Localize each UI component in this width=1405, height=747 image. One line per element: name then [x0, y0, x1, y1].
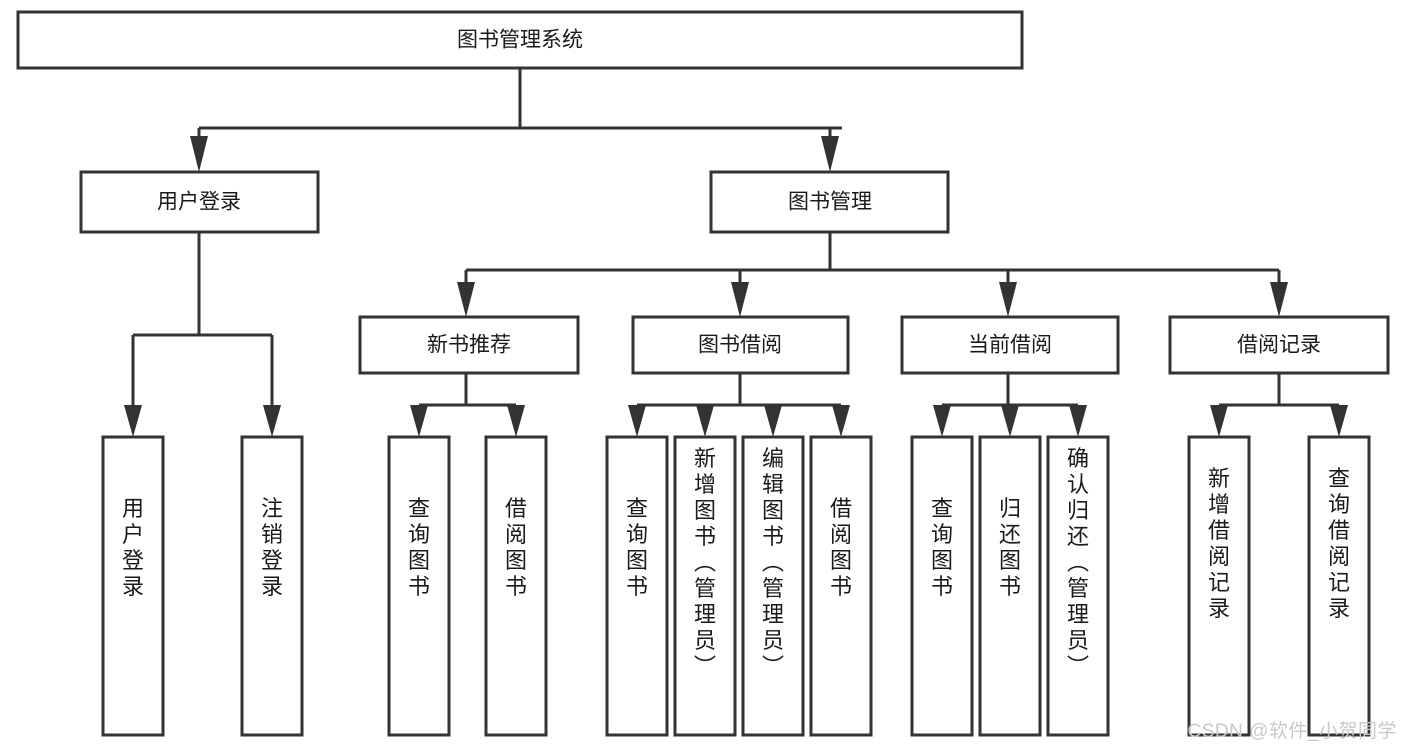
arrow-head-icon	[1330, 405, 1348, 437]
leaf-label: 注销登录	[261, 496, 283, 599]
leaf-node[interactable]: 归还图书	[978, 435, 1042, 737]
node-borrow-records-box[interactable]	[1168, 315, 1390, 375]
arrow-head-icon	[263, 405, 281, 437]
arrow-head-icon	[933, 405, 951, 437]
leaf-node[interactable]: 注销登录	[240, 435, 304, 737]
leaf-box[interactable]	[1307, 435, 1371, 737]
arrow-head-icon	[457, 282, 475, 317]
node-current-borrow-label: 当前借阅	[968, 334, 1052, 357]
node-new-book-recommend[interactable]: 新书推荐	[358, 315, 580, 375]
leaf-node[interactable]: 编辑图书︵管理员︶	[741, 435, 805, 737]
leaf-box[interactable]	[1046, 435, 1110, 737]
leaf-label: 用户登录	[122, 496, 144, 599]
leaf-box[interactable]	[809, 435, 873, 737]
leaf-label: 查询借阅记录	[1328, 466, 1350, 621]
arrow-head-icon	[1210, 405, 1228, 437]
leaf-label: 查询图书	[931, 496, 953, 599]
node-borrow-records[interactable]: 借阅记录	[1168, 315, 1390, 375]
node-book-borrow-box[interactable]	[631, 315, 850, 375]
arrow-head-icon	[731, 282, 749, 317]
arrow-head-icon	[1270, 282, 1288, 317]
connector-group-book-mgmt-to-level3	[457, 232, 1288, 317]
leaf-node[interactable]: 查询图书	[605, 435, 669, 737]
leaf-label: 新增图书︵管理员︶	[694, 446, 716, 679]
leaf-label: 借阅图书	[830, 496, 852, 599]
arrow-head-icon	[696, 405, 714, 437]
node-user-login-label: 用户登录	[157, 191, 241, 214]
leaf-label: 归还图书	[999, 496, 1021, 599]
leaf-box[interactable]	[673, 435, 737, 737]
node-new-book-recommend-box[interactable]	[358, 315, 580, 375]
leaf-label: 查询图书	[408, 496, 430, 599]
arrow-head-icon	[832, 405, 850, 437]
leaf-box[interactable]	[240, 435, 304, 737]
leaf-node[interactable]: 用户登录	[101, 435, 165, 737]
connector-group-records-to-leaves	[1210, 373, 1348, 437]
leaf-label: 查询图书	[626, 496, 648, 599]
leaf-label: 确认归还︵管理员︶	[1067, 446, 1089, 679]
arrow-head-icon	[764, 405, 782, 437]
leaf-box[interactable]	[387, 435, 451, 737]
leaf-box[interactable]	[605, 435, 669, 737]
arrow-head-icon	[507, 405, 525, 437]
node-root-box[interactable]	[16, 10, 1024, 70]
node-book-management[interactable]: 图书管理	[709, 170, 950, 234]
connector-group-newbook-to-leaves	[410, 373, 525, 437]
arrow-head-icon	[124, 405, 142, 437]
node-book-management-label: 图书管理	[788, 191, 872, 214]
arrow-head-icon	[1001, 405, 1019, 437]
leaf-node[interactable]: 新增借阅记录	[1187, 435, 1251, 737]
leaf-box[interactable]	[101, 435, 165, 737]
arrow-head-icon	[628, 405, 646, 437]
connector-group-borrow-to-leaves	[628, 373, 850, 437]
node-book-borrow[interactable]: 图书借阅	[631, 315, 850, 375]
leaf-box[interactable]	[484, 435, 548, 737]
leaf-node[interactable]: 借阅图书	[484, 435, 548, 737]
leaf-box[interactable]	[1187, 435, 1251, 737]
node-user-login-box[interactable]	[79, 170, 320, 234]
node-root-label: 图书管理系统	[457, 29, 583, 52]
connector-group-current-to-leaves	[933, 373, 1087, 437]
node-root[interactable]: 图书管理系统	[16, 10, 1024, 70]
leaf-label: 借阅图书	[505, 496, 527, 599]
node-book-management-box[interactable]	[709, 170, 950, 234]
node-current-borrow-box[interactable]	[900, 315, 1120, 375]
leaf-node[interactable]: 查询借阅记录	[1307, 435, 1371, 737]
node-current-borrow[interactable]: 当前借阅	[900, 315, 1120, 375]
node-new-book-recommend-label: 新书推荐	[427, 334, 511, 357]
leaf-node[interactable]: 查询图书	[387, 435, 451, 737]
arrow-head-icon	[190, 136, 208, 172]
leaf-box[interactable]	[741, 435, 805, 737]
leaf-box[interactable]	[978, 435, 1042, 737]
leaf-box[interactable]	[910, 435, 974, 737]
node-borrow-records-label: 借阅记录	[1237, 334, 1321, 357]
connector-group-root-to-level2	[190, 68, 842, 172]
leaf-label: 新增借阅记录	[1208, 466, 1230, 621]
leaf-node[interactable]: 借阅图书	[809, 435, 873, 737]
arrow-head-icon	[1069, 405, 1087, 437]
leaf-node[interactable]: 确认归还︵管理员︶	[1046, 435, 1110, 737]
node-book-borrow-label: 图书借阅	[698, 334, 782, 357]
arrow-head-icon	[999, 282, 1017, 317]
leaf-node[interactable]: 查询图书	[910, 435, 974, 737]
connector-group-user-login-to-leaves	[124, 232, 281, 437]
node-user-login[interactable]: 用户登录	[79, 170, 320, 234]
arrow-head-icon	[410, 405, 428, 437]
leaf-label: 编辑图书︵管理员︶	[762, 446, 784, 679]
leaf-node[interactable]: 新增图书︵管理员︶	[673, 435, 737, 737]
arrow-head-icon	[821, 136, 839, 172]
